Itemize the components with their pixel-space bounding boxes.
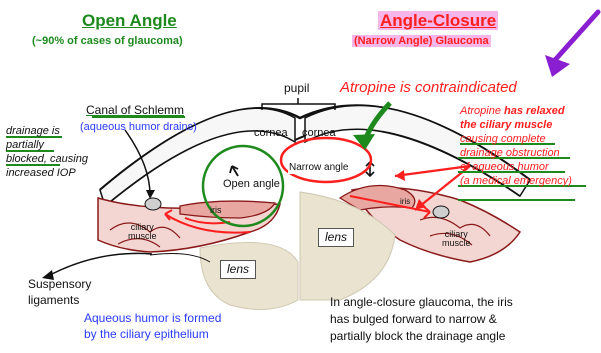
open-angle-label: Open angle [222, 179, 281, 191]
drainage-line-2: partially [6, 140, 44, 152]
narrow-angle-ellipse [281, 138, 371, 182]
angle-closure-title: Angle-Closure [378, 12, 498, 30]
atropine-contraindicated: Atropine is contraindicated [340, 80, 517, 96]
aqueous-drains-label: (aqueous humor drains) [80, 122, 197, 134]
open-angle-subtitle: (~90% of cases of glaucoma) [32, 36, 183, 48]
purple-arrow [555, 12, 598, 60]
cornea-right-label: cornea [302, 128, 336, 140]
angle-closure-subtitle: (Narrow Angle) Glaucoma [352, 36, 491, 48]
angle-closure-title-text: Angle-Closure [378, 11, 498, 30]
angle-closure-subtitle-text: (Narrow Angle) Glaucoma [352, 35, 491, 47]
atropine-line-3: causing complete [460, 134, 546, 146]
drainage-line-5: increased IOP [6, 168, 76, 180]
atropine-line-2: the ciliary muscle [460, 120, 552, 132]
canal-left [145, 198, 161, 210]
atropine-has-relaxed: has relaxed [504, 105, 565, 117]
suspensory-line-1: Suspensory [28, 278, 91, 291]
drainage-blocked-word: blocked, [6, 153, 47, 165]
lens-right-label: lens [318, 228, 354, 247]
drainage-line-3: blocked, causing [6, 154, 88, 166]
atropine-line-4: drainage obstruction [460, 148, 560, 160]
narrow-angle-label: Narrow angle [288, 163, 349, 174]
iris-left-label: iris [210, 206, 222, 215]
atropine-line-1: Atropine has relaxed [460, 106, 565, 118]
atropine-line-5: of aqueous humor [460, 162, 549, 174]
drainage-line-1: drainage is [6, 126, 60, 138]
iris-right-label: iris [400, 198, 410, 206]
ciliary-left-line-2: muscle [128, 232, 157, 241]
canal-right [433, 206, 449, 218]
ciliary-right-line-2: muscle [442, 239, 471, 248]
closure-note-line-2: has bulged forward to narrow & [330, 313, 497, 326]
atropine-red-arrowhead-1 [395, 170, 405, 181]
closure-note-line-3: partially block the drainage angle [330, 330, 505, 343]
canal-label: Canal of Schlemm [86, 104, 184, 117]
open-angle-title: Open Angle [82, 12, 177, 30]
drainage-causing-word: causing [50, 153, 88, 165]
green-arrow-head [353, 134, 375, 150]
suspensory-pointer [52, 253, 152, 274]
aqueous-formed-line-2: by the ciliary epithelium [84, 328, 209, 341]
atropine-word: Atropine [460, 105, 501, 117]
suspensory-line-2: ligaments [28, 294, 79, 307]
cornea-left-label: cornea [254, 128, 288, 140]
atropine-line-6: (a medical emergency) [460, 176, 572, 188]
lens-left-label: lens [220, 260, 256, 279]
pupil-label: pupil [284, 82, 309, 95]
closure-note-line-1: In angle-closure glaucoma, the iris [330, 296, 513, 309]
aqueous-formed-line-1: Aqueous humor is formed [84, 312, 221, 325]
